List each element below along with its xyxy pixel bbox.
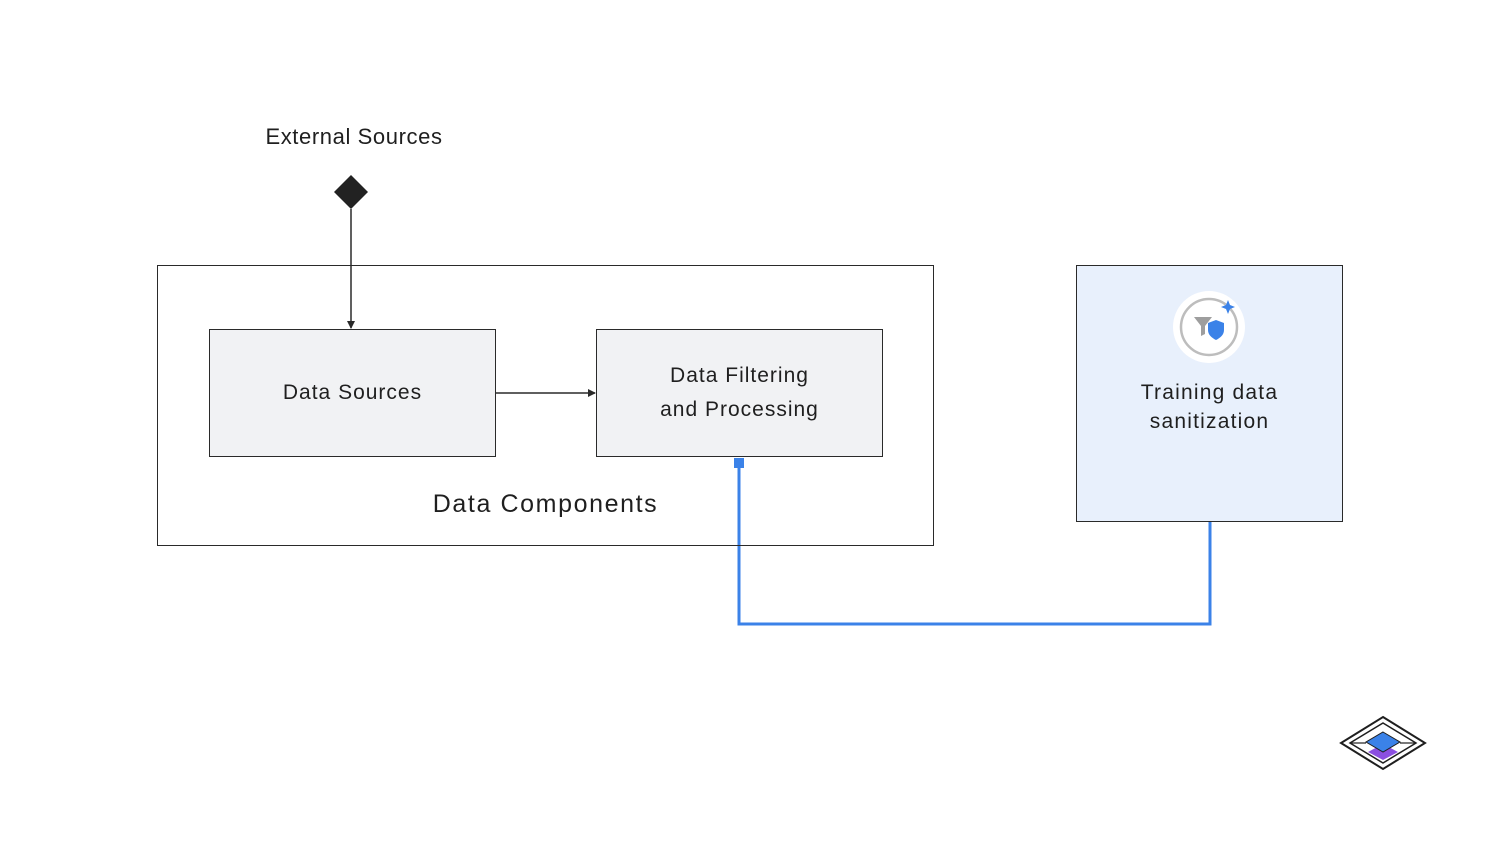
data-filtering-node[interactable]: Data Filtering and Processing [596,329,883,457]
external-source-diamond [334,175,368,209]
data-sources-node[interactable]: Data Sources [209,329,496,457]
filter-shield-sparkle-icon [1173,291,1245,363]
data-sources-label: Data Sources [282,381,423,404]
connector-endpoint [734,458,744,468]
data-components-label: Data Components [432,490,659,518]
layered-diamond-logo-icon [1339,715,1427,771]
external-sources-label: External Sources [265,124,443,149]
data-components-container [157,265,934,546]
training-sanitization-node[interactable] [1076,265,1343,522]
training-sanitization-label: Training data sanitization [1140,381,1279,433]
data-filtering-label: Data Filtering and Processing [660,364,819,421]
connector-filtering-to-sanitization [737,463,1212,626]
